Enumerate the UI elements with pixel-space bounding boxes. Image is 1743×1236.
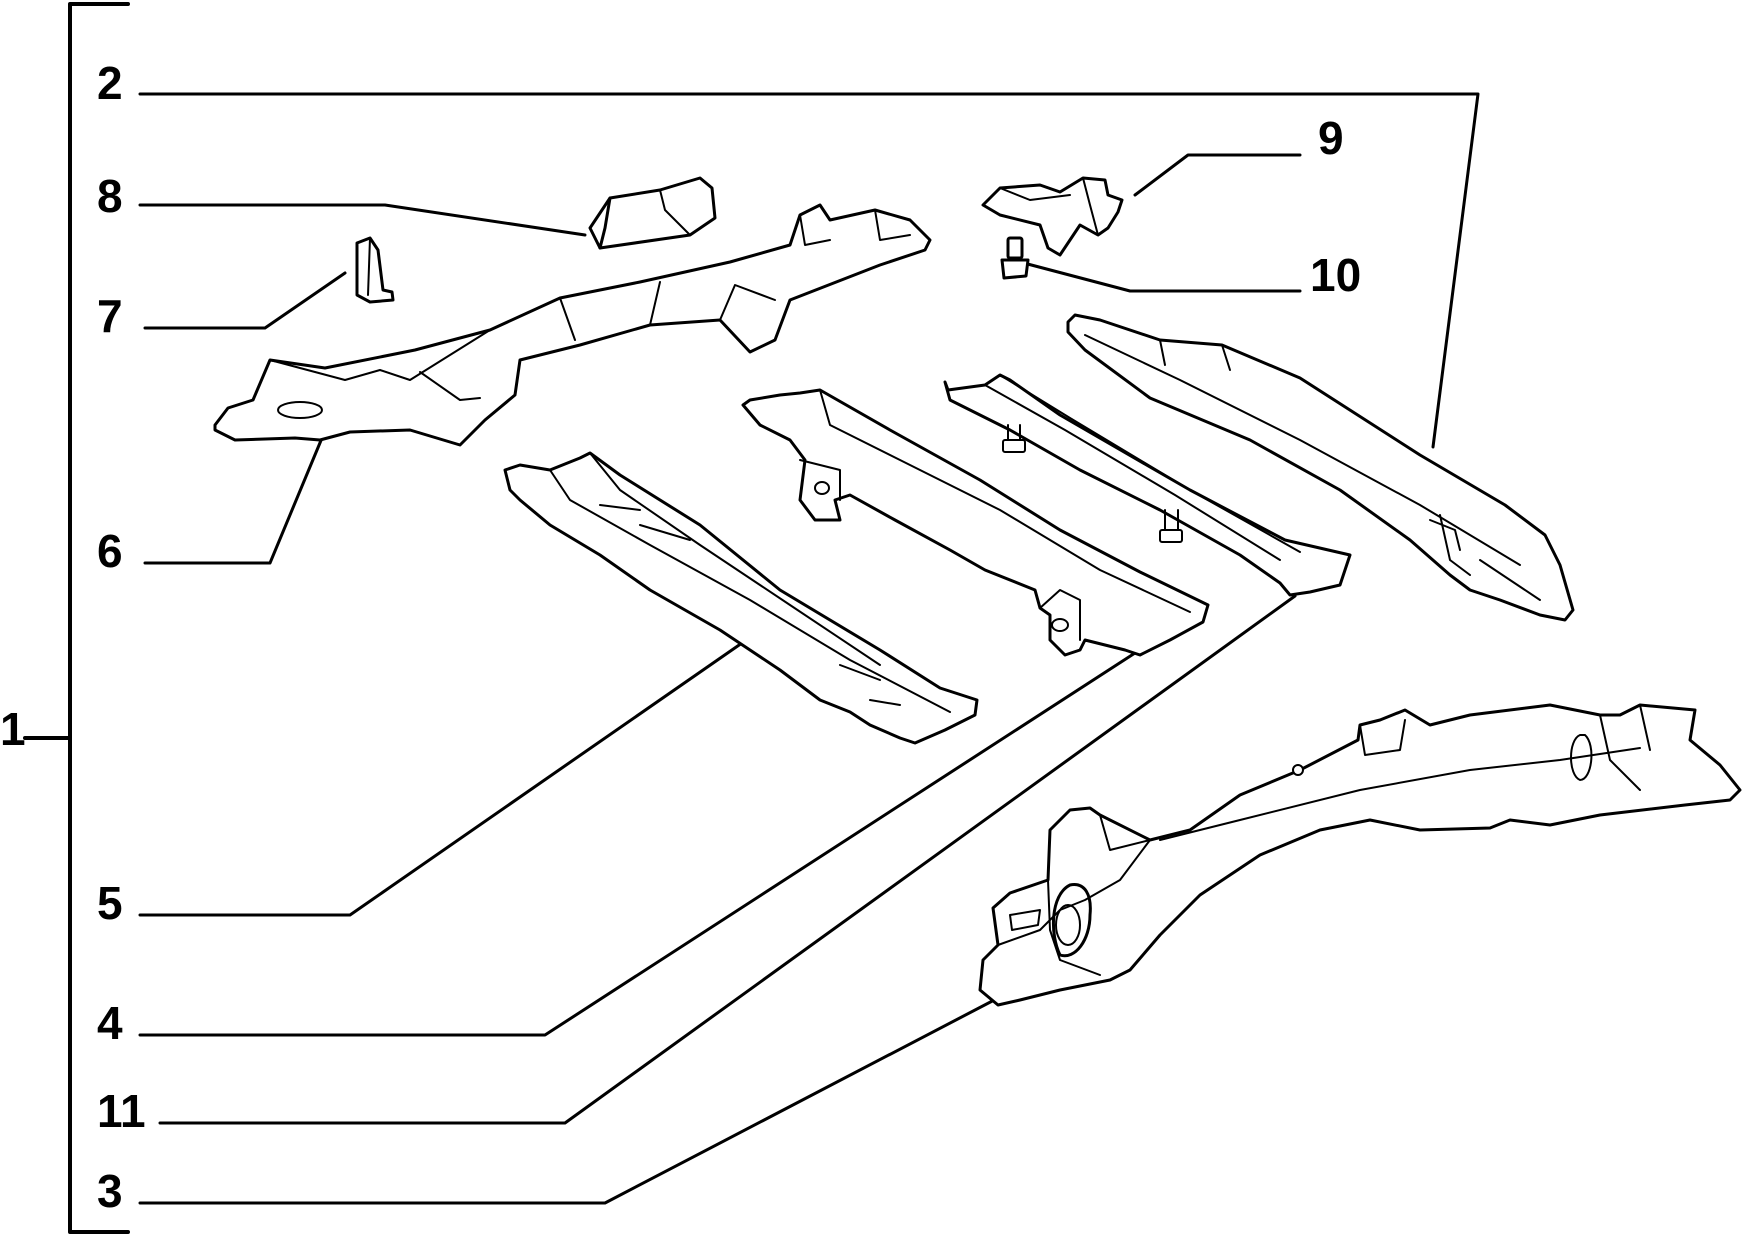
part-11-channel-rail bbox=[943, 373, 1352, 597]
leader-6 bbox=[143, 436, 324, 565]
leader-11 bbox=[158, 594, 1297, 1125]
callout-9: 9 bbox=[1318, 112, 1344, 164]
leader-5 bbox=[138, 641, 744, 917]
part-9-hinge-bracket bbox=[981, 176, 1124, 257]
callout-10: 10 bbox=[1310, 249, 1362, 301]
assembly-bracket bbox=[23, 2, 130, 1234]
callout-1: 1 bbox=[0, 703, 26, 755]
part-5-left-long-member bbox=[503, 451, 979, 745]
part-8-cover-block bbox=[588, 176, 717, 250]
part-10-bolt bbox=[1000, 236, 1030, 280]
leader-2 bbox=[138, 92, 1480, 449]
part-4-middle-cross-member bbox=[741, 388, 1210, 657]
callout-4: 4 bbox=[97, 997, 123, 1049]
leader-10 bbox=[1018, 260, 1302, 293]
leader-4 bbox=[138, 651, 1137, 1037]
callout-5: 5 bbox=[97, 877, 123, 929]
callout-7: 7 bbox=[97, 290, 123, 342]
leader-lines bbox=[138, 92, 1480, 1205]
part-3-front-large-frame-member bbox=[978, 703, 1742, 1007]
leader-3 bbox=[138, 995, 1002, 1205]
callout-3: 3 bbox=[97, 1165, 123, 1217]
callout-11: 11 bbox=[97, 1085, 146, 1137]
leader-8 bbox=[138, 203, 587, 237]
callout-6: 6 bbox=[97, 525, 123, 577]
part-2-right-long-member bbox=[1066, 313, 1575, 622]
part-7-small-bracket bbox=[355, 236, 395, 304]
leader-9 bbox=[1133, 153, 1302, 197]
part-6-front-frame-member bbox=[213, 203, 932, 447]
callout-2: 2 bbox=[97, 57, 123, 109]
callout-8: 8 bbox=[97, 170, 123, 222]
leader-7 bbox=[143, 271, 347, 330]
